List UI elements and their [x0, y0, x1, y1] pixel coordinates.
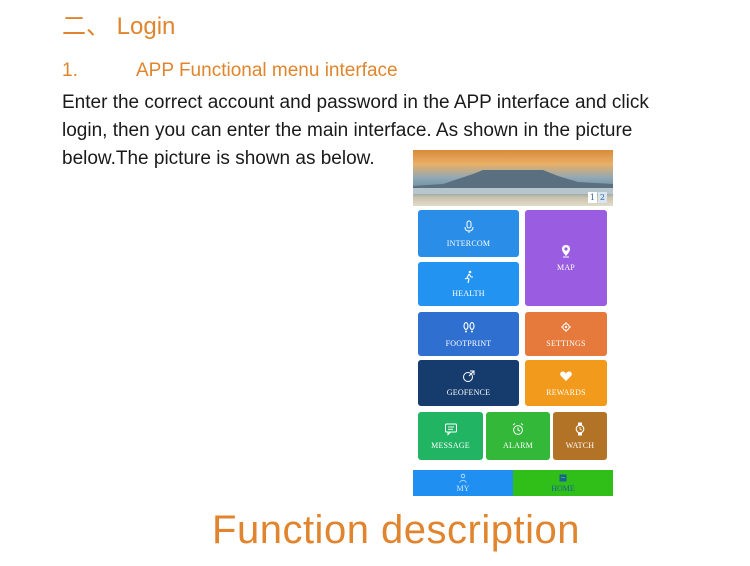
app-screenshot: 1 2 INTERCOM MAP HEALTH FOOTPRINT SETTIN…	[413, 150, 613, 496]
watch-icon	[573, 422, 587, 436]
nav-home[interactable]: HOME	[513, 470, 613, 496]
subheading-text: APP Functional menu interface	[136, 60, 398, 81]
rewards-tile[interactable]: REWARDS	[525, 360, 607, 406]
paragraph-line: login, then you can enter the main inter…	[62, 120, 633, 141]
message-tile[interactable]: MESSAGE	[418, 412, 483, 460]
pager-page-2[interactable]: 2	[597, 192, 607, 203]
subheading: 1. APP Functional menu interface	[62, 60, 398, 82]
watch-tile[interactable]: WATCH	[553, 412, 607, 460]
alarm-clock-icon	[511, 422, 525, 436]
tile-label: WATCH	[565, 441, 595, 450]
person-icon	[458, 473, 468, 483]
message-icon	[444, 422, 458, 436]
health-tile[interactable]: HEALTH	[418, 262, 519, 306]
paragraph-line: below.The picture is shown as below.	[62, 148, 375, 169]
gear-icon	[559, 320, 573, 334]
function-description-caption: Function description	[212, 508, 580, 552]
geofence-icon	[462, 369, 476, 383]
nav-label: HOME	[551, 484, 575, 493]
alarm-tile[interactable]: ALARM	[486, 412, 550, 460]
settings-tile[interactable]: SETTINGS	[525, 312, 607, 356]
tile-label: INTERCOM	[446, 238, 491, 248]
tile-label: FOOTPRINT	[445, 339, 492, 348]
paragraph-line: Enter the correct account and password i…	[62, 92, 649, 113]
banner-image: 1 2	[413, 150, 613, 206]
map-pin-icon	[559, 244, 573, 258]
nav-label: MY	[456, 484, 470, 493]
footprint-tile[interactable]: FOOTPRINT	[418, 312, 519, 356]
banner-pager[interactable]: 1 2	[587, 192, 607, 203]
microphone-icon	[462, 220, 476, 234]
tile-label: REWARDS	[546, 388, 586, 397]
subheading-number: 1.	[62, 60, 78, 81]
pager-page-1[interactable]: 1	[587, 192, 597, 203]
bottom-navigation: MY HOME	[413, 470, 613, 496]
intercom-tile[interactable]: INTERCOM	[418, 210, 519, 257]
tile-label: MAP	[557, 263, 575, 272]
tile-label: ALARM	[503, 441, 533, 450]
tile-label: SETTINGS	[546, 339, 586, 348]
tile-label: MESSAGE	[431, 441, 470, 450]
nav-my[interactable]: MY	[413, 470, 513, 496]
section-heading: 二、 Login	[62, 13, 176, 40]
mountain-landscape	[413, 170, 613, 194]
home-icon	[558, 473, 568, 483]
instruction-paragraph: Enter the correct account and password i…	[62, 89, 722, 173]
tile-label: HEALTH	[452, 289, 485, 298]
running-person-icon	[462, 270, 476, 284]
footprints-icon	[462, 320, 476, 334]
tile-label: GEOFENCE	[446, 388, 491, 397]
heart-icon	[559, 369, 573, 383]
geofence-tile[interactable]: GEOFENCE	[418, 360, 519, 406]
map-tile[interactable]: MAP	[525, 210, 607, 306]
